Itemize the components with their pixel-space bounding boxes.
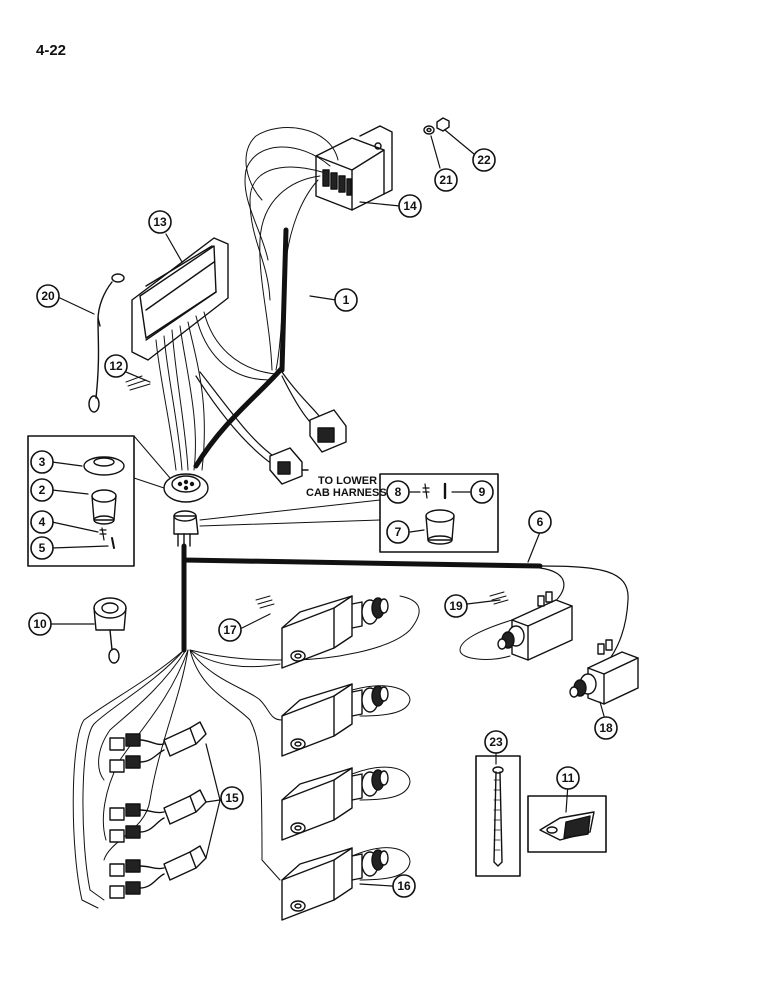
svg-text:22: 22 — [477, 153, 491, 167]
ground-symbol — [255, 591, 509, 609]
svg-text:21: 21 — [439, 173, 453, 187]
annotation-line-1: TO LOWER — [318, 475, 377, 487]
svg-text:5: 5 — [39, 541, 46, 555]
callout-11: 11 — [556, 766, 580, 790]
callout-1: 1 — [334, 288, 358, 312]
svg-text:16: 16 — [397, 879, 411, 893]
inset-box-plug-parts — [379, 473, 499, 553]
clamp-part — [93, 597, 127, 664]
electronic-module — [131, 237, 229, 361]
callout-12: 12 — [104, 354, 128, 378]
callout-18: 18 — [594, 716, 618, 740]
svg-text:12: 12 — [109, 359, 123, 373]
solenoid-valve-a — [281, 683, 389, 757]
solenoid-valve-17 — [281, 595, 389, 669]
svg-text:19: 19 — [449, 599, 463, 613]
svg-text:10: 10 — [33, 617, 47, 631]
callout-10: 10 — [28, 612, 52, 636]
callout-19: 19 — [444, 594, 468, 618]
callout-22: 22 — [472, 148, 496, 172]
leader-lines — [49, 129, 605, 887]
round-connector — [163, 473, 209, 503]
svg-text:23: 23 — [489, 735, 503, 749]
callout-14: 14 — [398, 194, 422, 218]
callout-5: 5 — [30, 536, 54, 560]
pin-part-8 — [422, 483, 430, 499]
inset-box-connector-parts — [27, 435, 135, 567]
grommet-part — [83, 456, 125, 476]
callout-9: 9 — [470, 480, 494, 504]
terminal-pin-part — [99, 527, 107, 541]
callout-7: 7 — [386, 520, 410, 544]
svg-text:14: 14 — [403, 199, 417, 213]
callout-15: 15 — [220, 786, 244, 810]
callout-20: 20 — [36, 284, 60, 308]
svg-text:20: 20 — [41, 289, 55, 303]
callout-16: 16 — [392, 874, 416, 898]
relay-assembly — [315, 125, 393, 211]
svg-text:4: 4 — [39, 515, 46, 529]
svg-text:18: 18 — [599, 721, 613, 735]
mating-plug — [173, 510, 199, 547]
svg-text:9: 9 — [479, 485, 486, 499]
pressure-switch-bottom — [109, 845, 207, 899]
svg-text:11: 11 — [562, 771, 575, 785]
svg-text:17: 17 — [223, 623, 237, 637]
inset-box-cable-tie — [475, 755, 521, 877]
svg-text:8: 8 — [395, 485, 402, 499]
seal-pin-part — [111, 537, 115, 549]
svg-text:15: 15 — [225, 791, 239, 805]
callout-17: 17 — [218, 618, 242, 642]
ground-lead — [88, 273, 125, 413]
callout-3: 3 — [30, 450, 54, 474]
nut-part — [436, 117, 450, 132]
svg-text:6: 6 — [537, 515, 544, 529]
washer-part — [423, 125, 435, 135]
plug-body-part — [425, 509, 455, 545]
callout-2: 2 — [30, 478, 54, 502]
callout-6: 6 — [528, 510, 552, 534]
page-number: 4-22 — [36, 42, 67, 59]
solenoid-valve-b — [281, 767, 389, 841]
cable-tie-part — [492, 766, 504, 867]
solenoid-valve-18 — [569, 639, 639, 705]
solenoid-valve-16 — [281, 847, 389, 921]
svg-text:7: 7 — [395, 525, 402, 539]
callout-8: 8 — [386, 480, 410, 504]
svg-text:2: 2 — [39, 483, 46, 497]
svg-text:13: 13 — [153, 215, 167, 229]
annotation-line-2: CAB HARNESS — [306, 487, 387, 499]
callout-4: 4 — [30, 510, 54, 534]
callout-23: 23 — [484, 730, 508, 754]
callout-13: 13 — [148, 210, 172, 234]
svg-text:3: 3 — [39, 455, 46, 469]
pressure-switch-middle — [109, 789, 207, 843]
pressure-switch-top — [109, 721, 207, 773]
terminal-part — [539, 811, 595, 841]
callout-21: 21 — [434, 168, 458, 192]
connector-body-part — [91, 489, 117, 525]
solenoid-valve-19 — [459, 591, 573, 661]
svg-text:1: 1 — [343, 293, 350, 307]
